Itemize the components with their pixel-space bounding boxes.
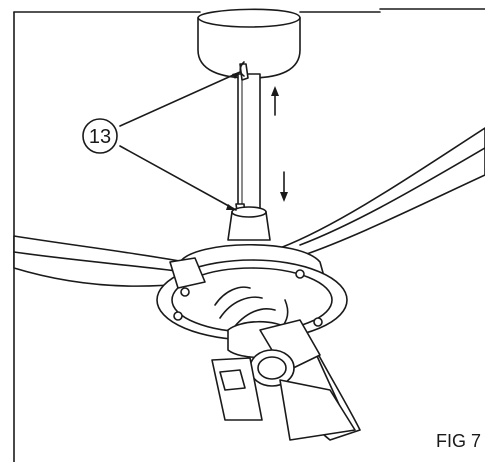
motor-collar: [227, 206, 271, 241]
ceiling-canopy: [197, 8, 301, 79]
light-kit: [211, 319, 356, 441]
callout-leaders: [119, 71, 241, 211]
up-arrow-icon: [271, 86, 279, 116]
fan-blade-right: [279, 127, 485, 259]
blade-holder-left: [169, 257, 206, 289]
figure-label: FIG 7: [436, 431, 481, 451]
downrod: [235, 61, 261, 219]
fan-blade-left: [13, 235, 191, 287]
callout-13: 13: [82, 118, 118, 154]
down-arrow-icon: [280, 171, 288, 202]
callout-number: 13: [89, 126, 111, 148]
